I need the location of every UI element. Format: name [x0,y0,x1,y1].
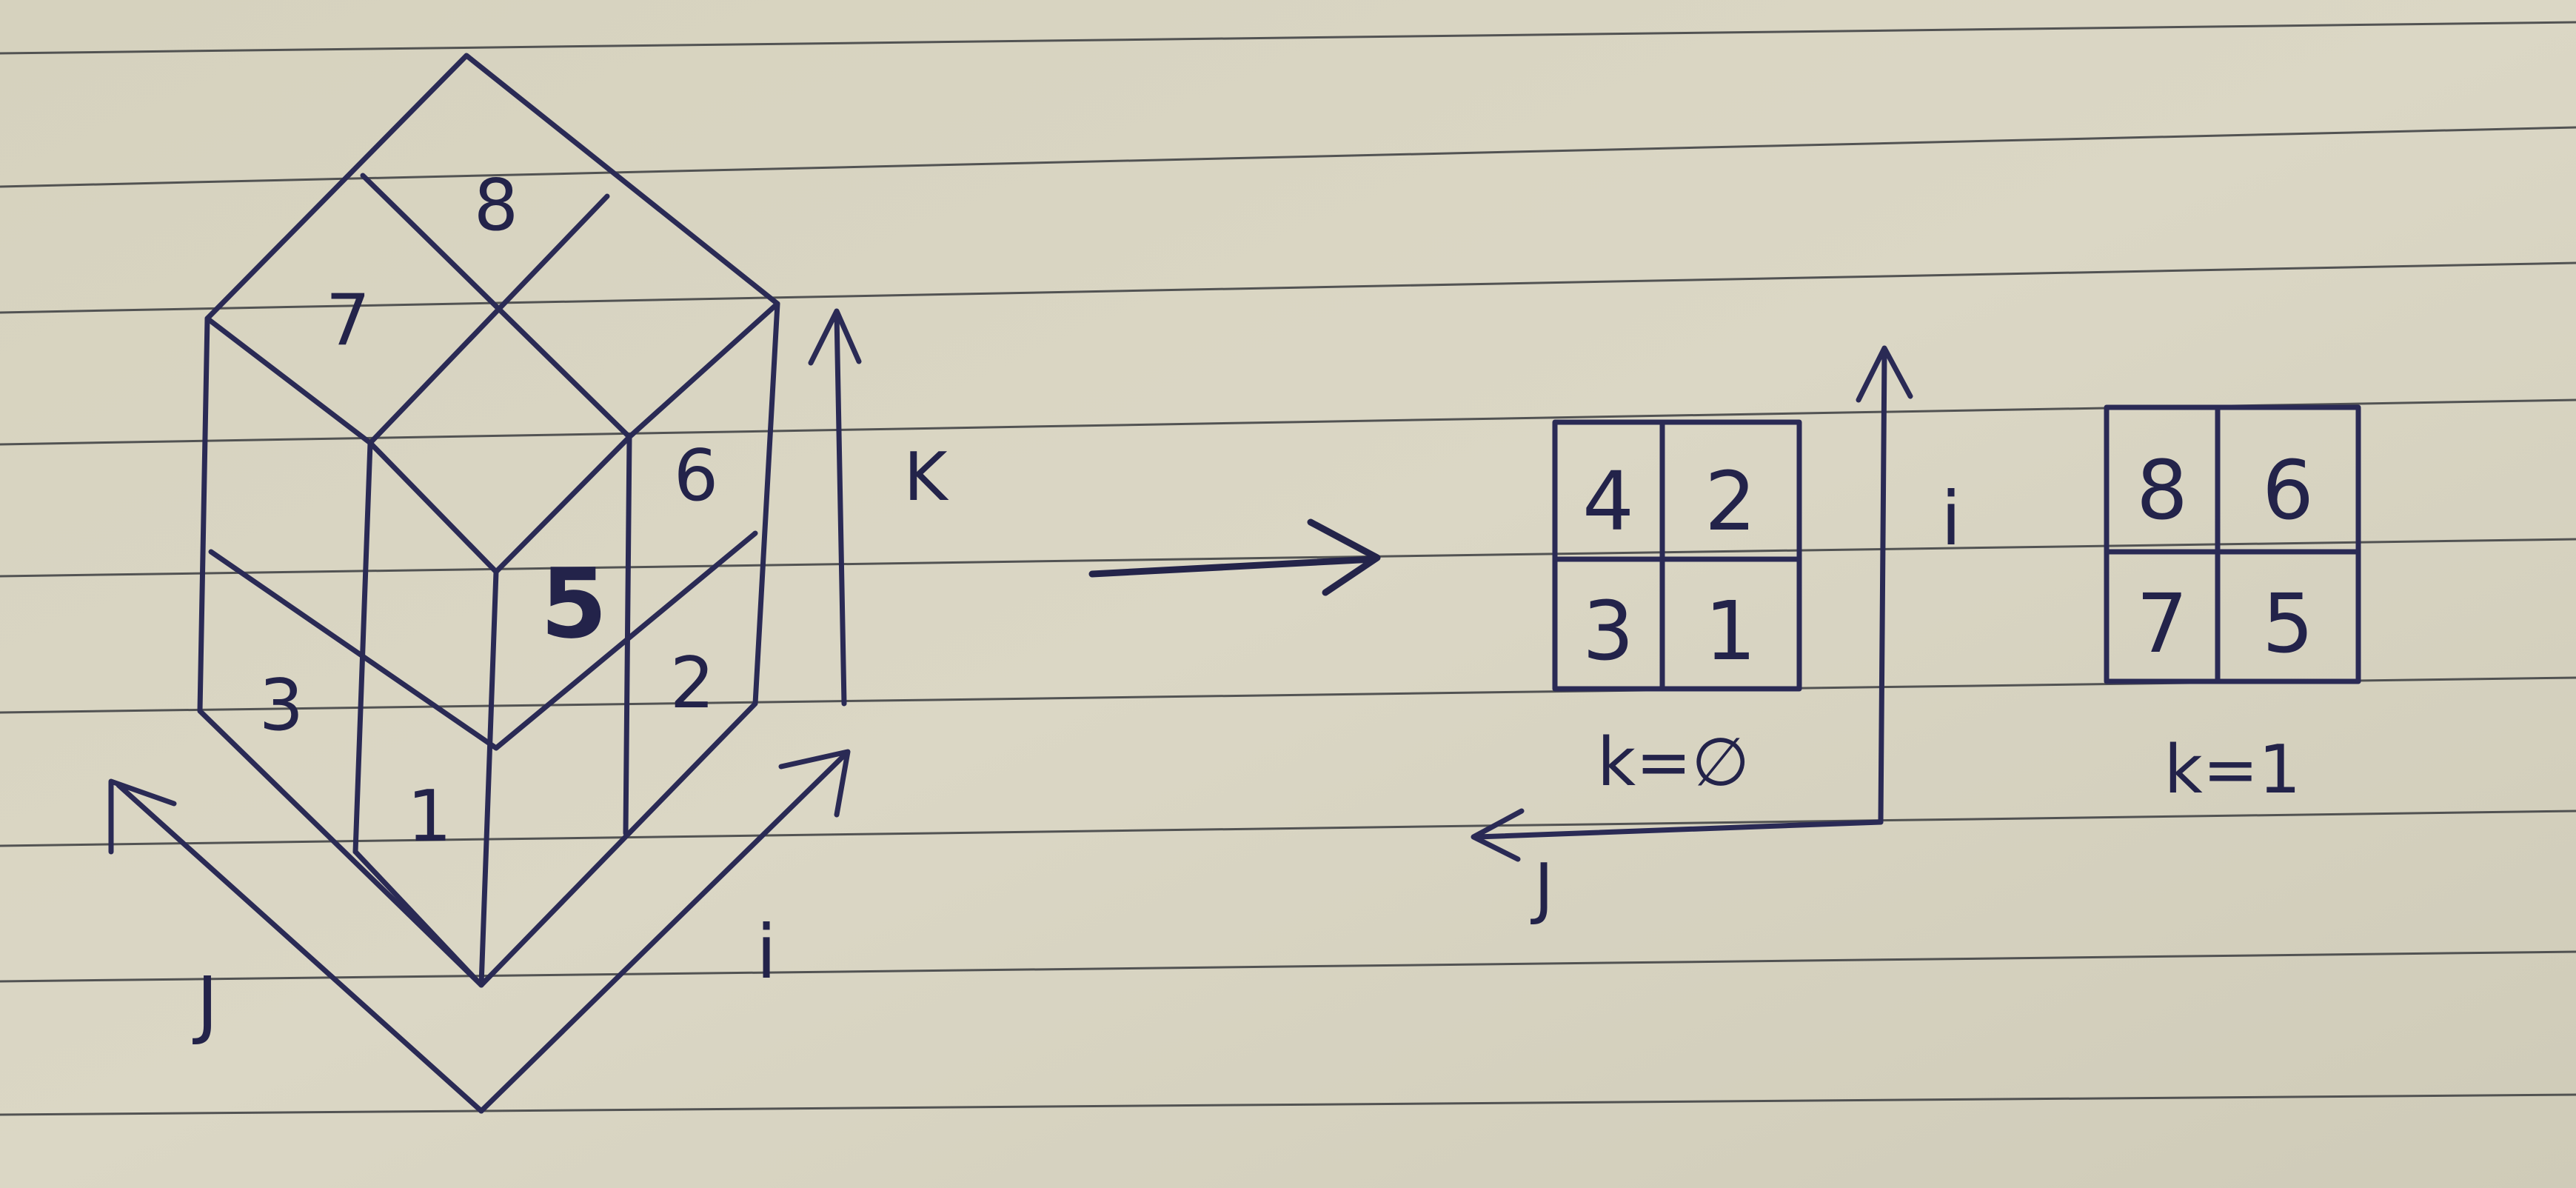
j-axis-arrow [108,778,484,1114]
layer-grid-k0: 4 2 3 1 k=∅ [1552,419,1802,801]
grid-cell: 5 [2262,576,2314,671]
layer-j-axis-arrow [1471,808,1884,862]
ruled-line [0,1093,2576,1116]
axis-label-k: K [903,438,949,516]
ruled-line [0,126,2576,188]
ruled-line [0,950,2576,983]
layer-grid-k1: 8 6 7 5 k=1 [2104,404,2361,809]
cell-label-2: 2 [670,643,715,724]
layer-axis-label-j: J [1530,850,1554,927]
cube-vertical-edges [352,434,632,988]
i-axis-arrow [478,749,851,1114]
grid-cell: 1 [1704,584,1756,678]
cube-layer-divider [208,530,758,751]
grid-cell: 7 [2136,576,2188,671]
layer-i-axis-arrow [1856,345,1913,825]
cube-drawing [108,53,862,1114]
cube-lower-edges [352,849,484,988]
cell-label-3: 3 [259,665,304,747]
grid-outline [2104,404,2361,684]
grid-cell: 6 [2262,443,2314,538]
cube-top-face-edges [204,173,780,575]
cell-label-5: 5 [541,547,607,660]
axis-label-i: i [756,909,777,995]
ruled-line [0,21,2576,55]
grid-cell: 4 [1582,454,1634,549]
layer-axes: i J [1471,345,1961,927]
cell-label-8: 8 [474,165,518,247]
cell-label-6: 6 [674,436,718,517]
grid-outline [1552,419,1802,692]
grid-cell: 3 [1582,584,1634,678]
transform-arrow [1088,518,1381,596]
k-axis-arrow [808,308,862,707]
axis-label-j: J [192,961,218,1047]
layer-caption-k1: k=1 [2164,731,2301,809]
ruled-line [0,538,2576,578]
ruled-line [0,261,2576,314]
layer-axis-label-i: i [1941,475,1961,562]
ruled-line [0,810,2576,847]
cell-label-7: 7 [326,280,370,361]
grid-cell: 8 [2136,443,2188,538]
grid-cell: 2 [1704,454,1756,549]
cell-label-1: 1 [407,776,452,858]
ruled-lines [0,21,2576,1116]
layer-caption-k0: k=∅ [1597,724,1750,801]
cube-labels: 8 7 6 5 3 2 1 K i J [192,165,949,1047]
